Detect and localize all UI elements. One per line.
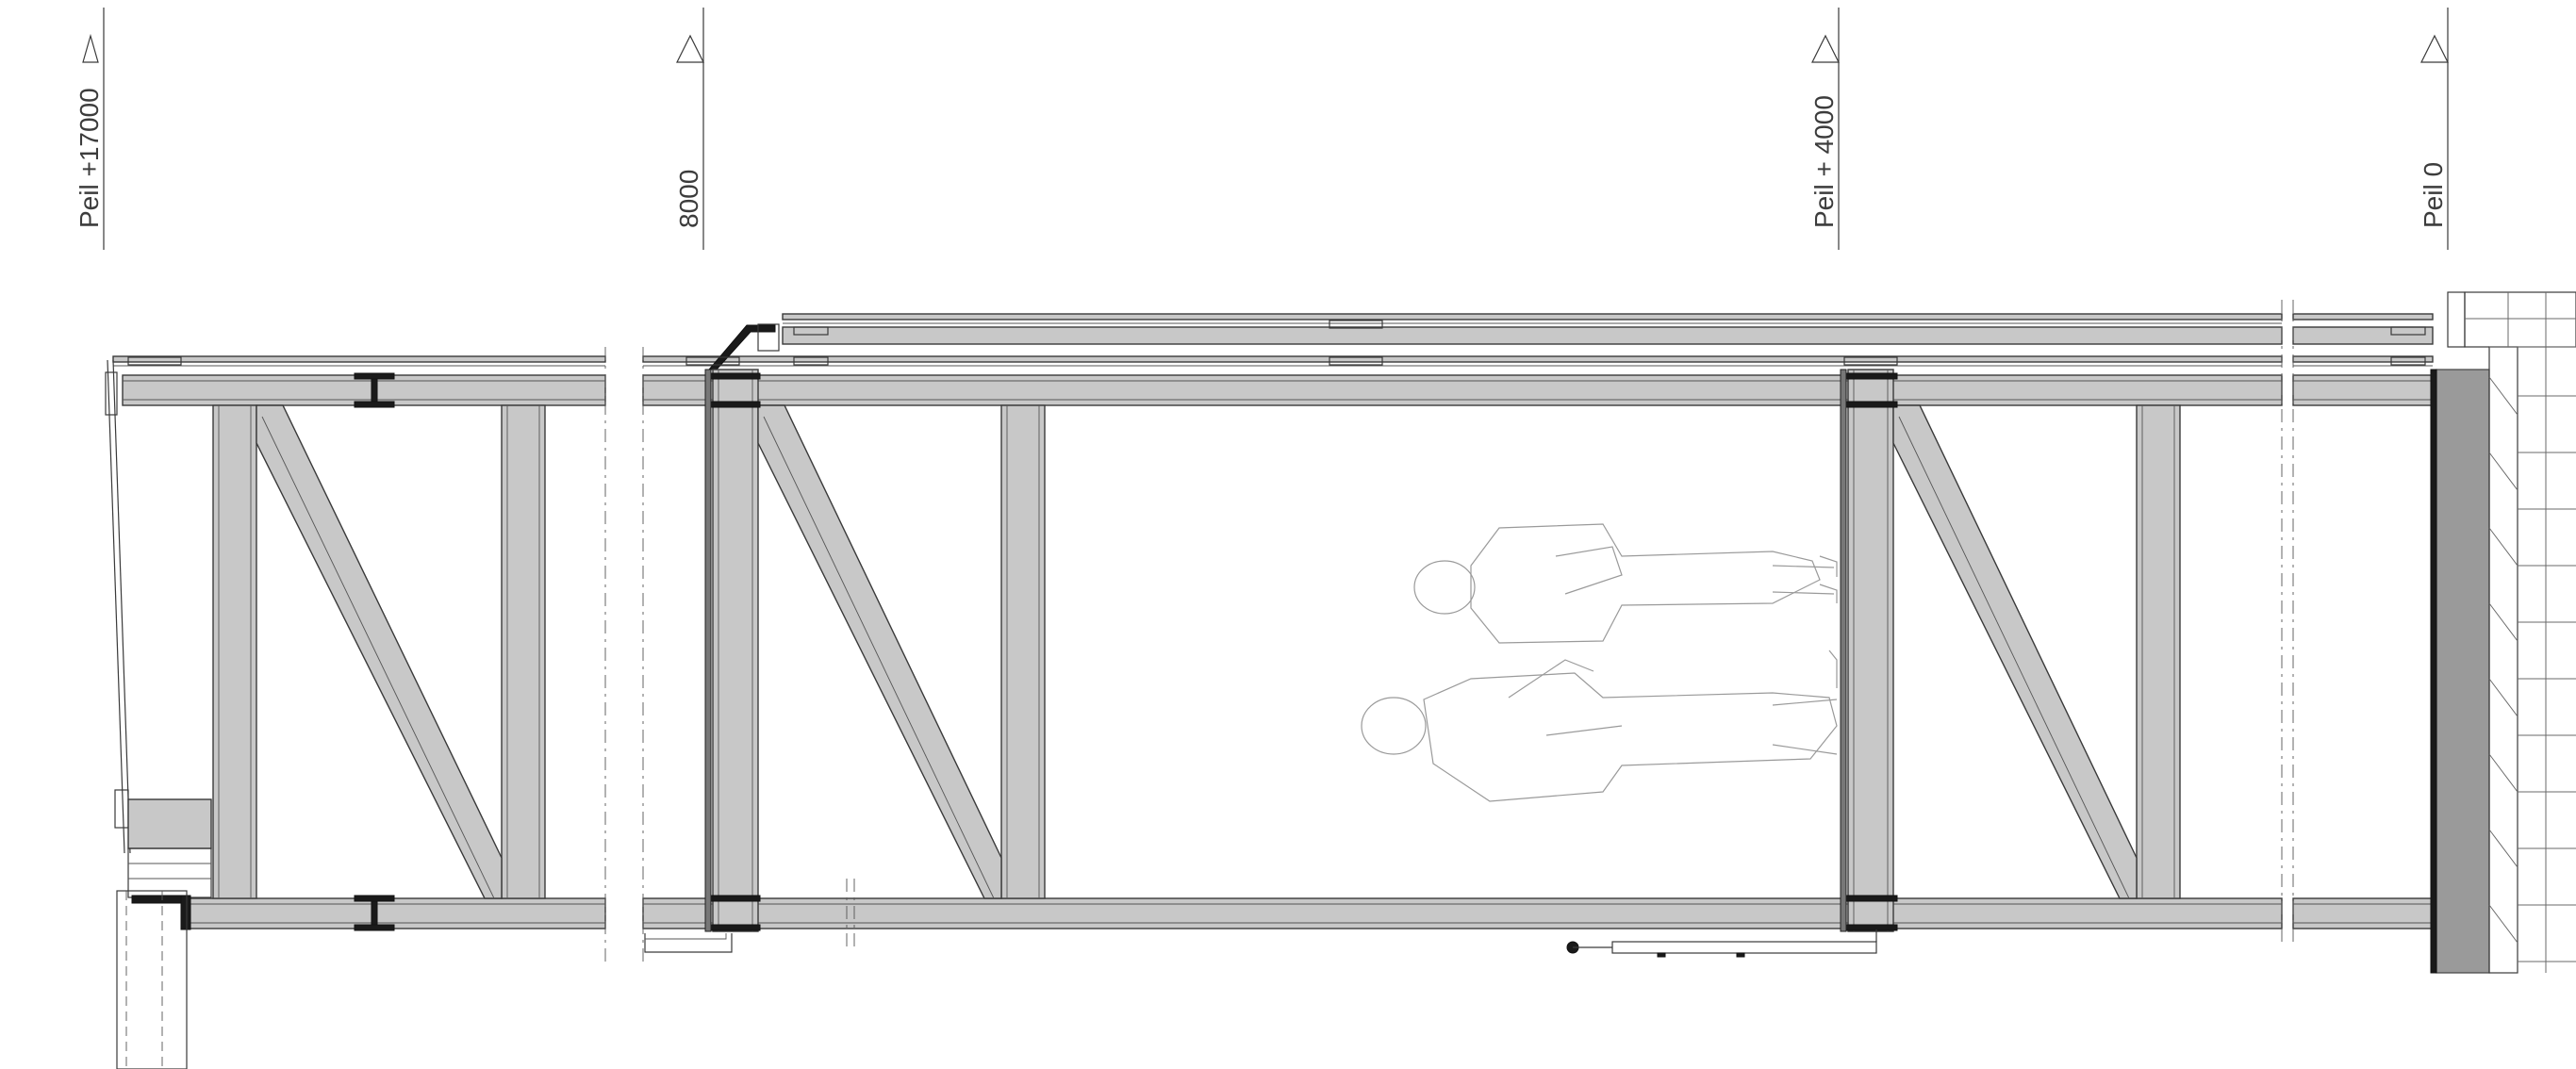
left-facade [105,359,212,1069]
sliding-bar [1566,929,1877,958]
brick-pattern [2465,292,2576,973]
roof-deck [112,313,2434,370]
truss-diagonals [256,404,2138,899]
level-label-4000: Peil + 4000 [1809,95,1839,228]
level-marker-17000: Peil +17000 [74,8,105,250]
right-wall [2430,291,2576,974]
level-label-8000: 8000 [674,170,703,228]
people-figures [1361,523,1838,802]
bolt-clips [127,320,2426,366]
level-label-0: Peil 0 [2419,162,2448,228]
truss-verticals [212,369,2181,932]
gutter [644,933,733,953]
level-marker-0: Peil 0 [2419,8,2449,250]
bottom-chord [188,897,2434,929]
splice-joints [354,369,1898,932]
break-lines [604,300,2294,965]
level-marker-4000: Peil + 4000 [1809,8,1840,250]
level-label-17000: Peil +17000 [74,88,104,228]
top-chord [122,374,2434,406]
level-marker-8000: 8000 [674,8,704,250]
